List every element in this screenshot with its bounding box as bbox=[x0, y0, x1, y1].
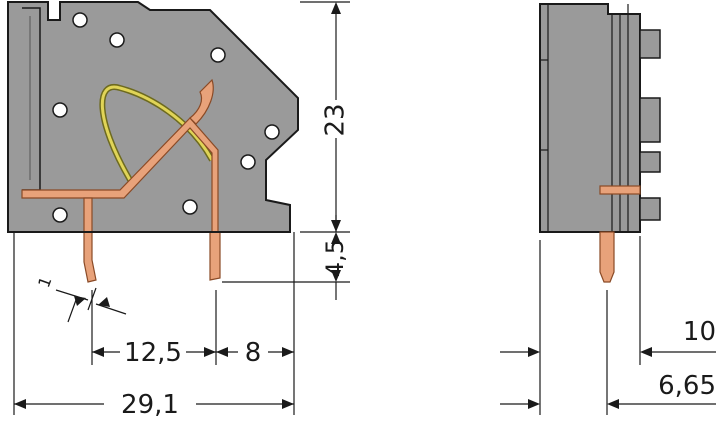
hole bbox=[240, 154, 256, 170]
side-tabs bbox=[639, 29, 661, 221]
mounting-holes bbox=[52, 12, 280, 223]
pin-right bbox=[209, 231, 221, 281]
dim-pin-diameter: 1 bbox=[34, 274, 55, 290]
front-arrowheads bbox=[14, 2, 341, 409]
side-tab bbox=[639, 97, 661, 143]
side-tab bbox=[639, 197, 661, 221]
hole bbox=[52, 207, 68, 223]
side-pin bbox=[599, 231, 615, 283]
housing-body bbox=[7, 1, 299, 233]
dim-side-pin-offset: 10 bbox=[683, 317, 716, 347]
pin-left bbox=[83, 197, 97, 283]
dim-width-total: 29,1 bbox=[121, 390, 179, 420]
side-housing bbox=[539, 3, 641, 233]
side-busbar bbox=[599, 185, 641, 195]
hole bbox=[264, 124, 280, 140]
hole bbox=[210, 47, 226, 63]
dim-height-pin: 4,5 bbox=[321, 239, 349, 277]
side-arrowheads bbox=[528, 347, 652, 409]
dim-pin-spacing: 12,5 bbox=[124, 338, 182, 368]
hole bbox=[109, 32, 125, 48]
hole bbox=[72, 12, 88, 28]
hole bbox=[52, 102, 68, 118]
front-dimensions bbox=[13, 1, 350, 415]
dim-side-depth: 6,65 bbox=[658, 371, 716, 401]
front-view bbox=[7, 1, 299, 283]
side-dimensions bbox=[500, 236, 716, 415]
side-view bbox=[539, 3, 661, 283]
dim-pin-offset: 8 bbox=[245, 338, 262, 368]
side-tab bbox=[639, 29, 661, 59]
side-tab bbox=[639, 151, 661, 173]
hole bbox=[182, 199, 198, 215]
dim-height-total: 23 bbox=[321, 103, 351, 136]
release-lever bbox=[189, 78, 214, 125]
